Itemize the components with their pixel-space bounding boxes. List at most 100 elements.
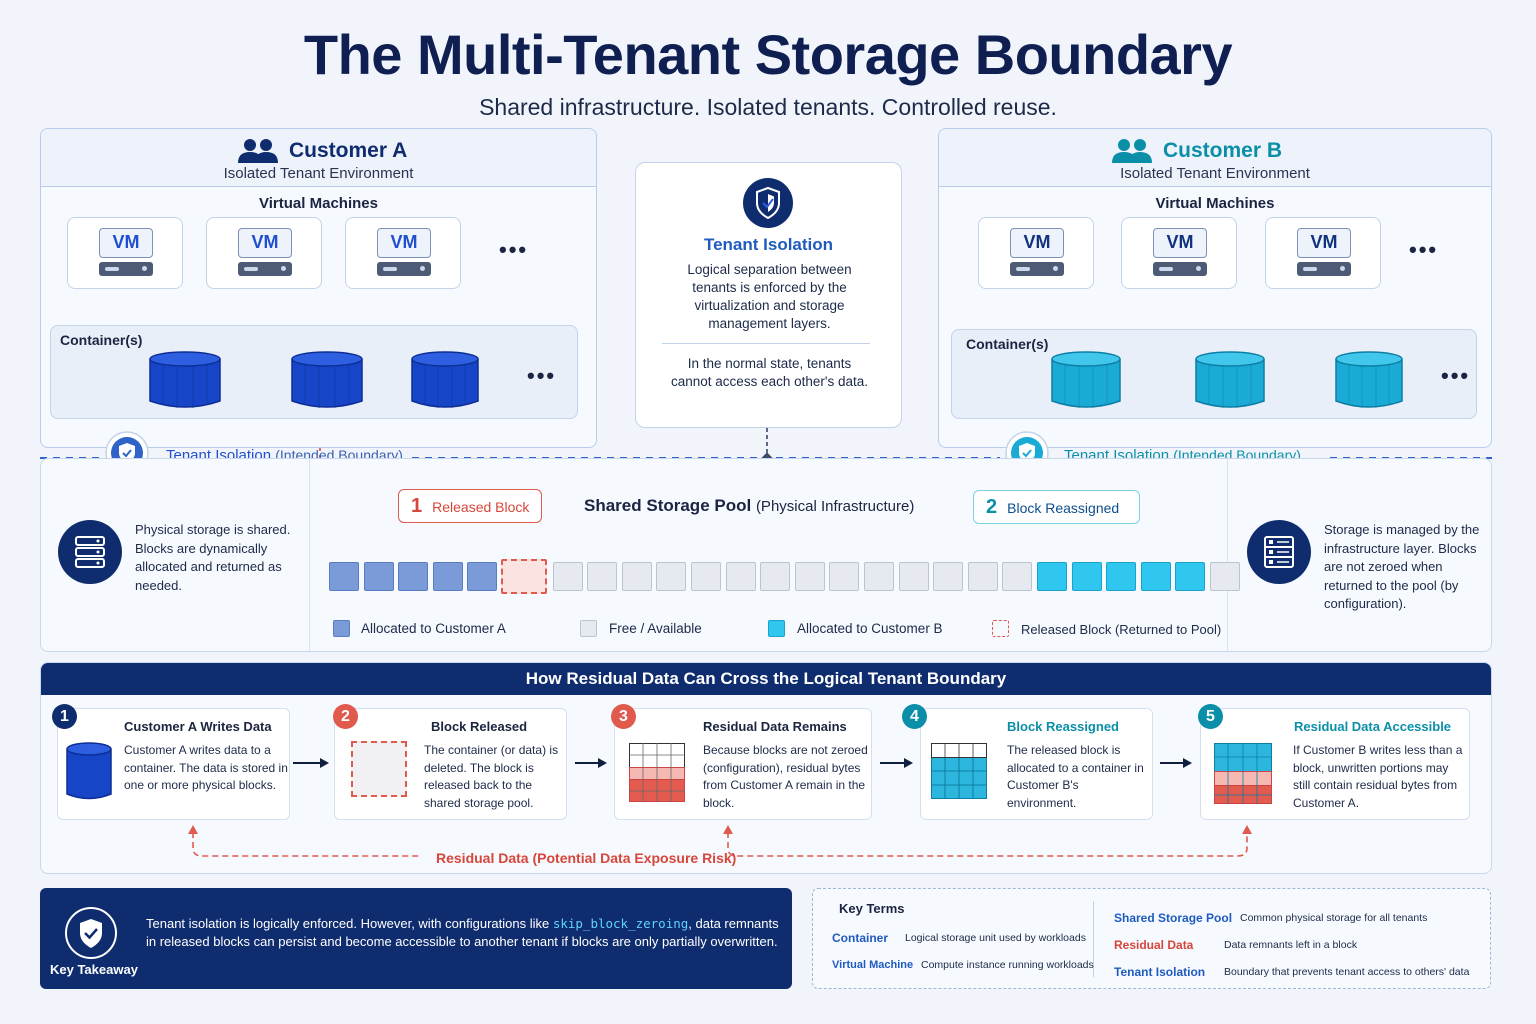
vm-label: VM bbox=[1153, 228, 1207, 258]
customer-b-env: Isolated Tenant Environment bbox=[1120, 165, 1310, 182]
customer-a-env: Isolated Tenant Environment bbox=[223, 165, 414, 182]
residual-block-icon bbox=[629, 743, 685, 802]
reassigned-block-icon bbox=[931, 743, 987, 799]
storage-server-icon bbox=[1247, 520, 1311, 584]
config-code: skip_block_zeroing bbox=[552, 916, 689, 931]
server-icon bbox=[1297, 262, 1351, 276]
block-free bbox=[691, 562, 721, 591]
customer-b-panel: Customer B Isolated Tenant Environment V… bbox=[938, 128, 1492, 448]
block-free bbox=[656, 562, 686, 591]
takeaway-text-part: Tenant isolation is logically enforced. … bbox=[146, 916, 553, 931]
block-customer-a bbox=[433, 562, 463, 591]
pool-left-description: Physical storage is shared. Blocks are d… bbox=[135, 522, 291, 593]
key-terms-panel: Key Terms Container Logical storage unit… bbox=[812, 888, 1491, 989]
step-text: The released block is allocated to a con… bbox=[1007, 743, 1144, 810]
block-free bbox=[1002, 562, 1032, 591]
containers-label: Container(s) bbox=[60, 332, 143, 348]
isolation-normal-state: In the normal state, tenants cannot acce… bbox=[671, 356, 868, 389]
block-customer-b bbox=[1037, 562, 1067, 591]
term-shared-storage-pool-def: Common physical storage for all tenants bbox=[1240, 912, 1428, 924]
step-1-number: 1 bbox=[52, 704, 77, 729]
isolation-title: Tenant Isolation bbox=[703, 235, 834, 254]
key-takeaway-text: Tenant isolation is logically enforced. … bbox=[146, 915, 786, 951]
database-icon[interactable] bbox=[1051, 351, 1121, 409]
step-4-number: 4 bbox=[902, 704, 927, 729]
legend-allocated-b: Allocated to Customer B bbox=[797, 621, 943, 636]
customer-a-panel: Customer A Isolated Tenant Environment V… bbox=[40, 128, 597, 448]
term-tenant-isolation: Tenant Isolation bbox=[1114, 965, 1206, 979]
vm-label: VM bbox=[377, 228, 431, 258]
users-icon bbox=[238, 139, 278, 163]
customer-b-vm-3[interactable]: VM bbox=[1265, 217, 1381, 289]
divider bbox=[1227, 459, 1228, 651]
term-virtual-machine: Virtual Machine bbox=[832, 959, 914, 971]
pool-title-text: Shared Storage Pool bbox=[584, 496, 752, 515]
block-customer-b bbox=[1175, 562, 1205, 591]
step-3-card: Residual Data Remains Because blocks are… bbox=[614, 708, 872, 820]
residual-risk-label: Residual Data (Potential Data Exposure R… bbox=[436, 850, 737, 866]
key-takeaway-panel: Key Takeaway Tenant isolation is logical… bbox=[40, 888, 792, 989]
step-title: Residual Data Remains bbox=[703, 719, 847, 734]
term-virtual-machine-def: Compute instance running workloads bbox=[921, 959, 1094, 971]
block-free bbox=[726, 562, 756, 591]
customer-b-vm-heading: Virtual Machines bbox=[1155, 195, 1275, 212]
customer-b-vm-2[interactable]: VM bbox=[1121, 217, 1237, 289]
term-residual-data-def: Data remnants left in a block bbox=[1224, 939, 1358, 951]
block-free bbox=[829, 562, 859, 591]
term-container-def: Logical storage unit used by workloads bbox=[905, 932, 1086, 944]
legend-allocated-a: Allocated to Customer A bbox=[361, 621, 506, 636]
vm-label: VM bbox=[1010, 228, 1064, 258]
customer-a-vm-3[interactable]: VM bbox=[345, 217, 461, 289]
key-takeaway-label: Key Takeaway bbox=[50, 962, 138, 977]
pool-title-note: (Physical Infrastructure) bbox=[755, 498, 915, 515]
legend-swatch-b bbox=[768, 620, 785, 637]
customer-b-vm-1[interactable]: VM bbox=[978, 217, 1094, 289]
term-shared-storage-pool: Shared Storage Pool bbox=[1114, 911, 1233, 925]
database-icon bbox=[66, 742, 112, 800]
more-vms-indicator: ••• bbox=[499, 237, 529, 262]
legend-free: Free / Available bbox=[609, 621, 702, 636]
divider bbox=[309, 459, 310, 651]
block-free bbox=[553, 562, 583, 591]
takeaway-text-part: , data remnants in released blocks can p… bbox=[146, 916, 779, 949]
more-containers-indicator: ••• bbox=[1441, 363, 1471, 388]
database-icon[interactable] bbox=[1335, 351, 1403, 409]
residual-heading: How Residual Data Can Cross the Logical … bbox=[41, 663, 1491, 695]
block-free bbox=[795, 562, 825, 591]
legend-swatch-released bbox=[992, 620, 1009, 637]
database-icon[interactable] bbox=[1195, 351, 1265, 409]
page-title: The Multi-Tenant Storage Boundary bbox=[303, 23, 1233, 86]
divider bbox=[1093, 901, 1094, 977]
step-1-card: Customer A Writes Data Customer A writes… bbox=[57, 708, 290, 820]
block-free bbox=[864, 562, 894, 591]
step-text: Because blocks are not zeroed (configura… bbox=[703, 743, 868, 810]
block-customer-b bbox=[1141, 562, 1171, 591]
block-free bbox=[899, 562, 929, 591]
containers-label: Container(s) bbox=[966, 336, 1049, 352]
storage-server-icon bbox=[58, 520, 122, 584]
tag-number: 2 bbox=[986, 496, 998, 518]
database-icon[interactable] bbox=[291, 351, 363, 409]
customer-a-vm-1[interactable]: VM bbox=[67, 217, 183, 289]
vm-label: VM bbox=[99, 228, 153, 258]
page-subtitle: Shared infrastructure. Isolated tenants.… bbox=[479, 94, 1057, 120]
tenant-isolation-card: Tenant Isolation Logical separation betw… bbox=[635, 162, 902, 428]
legend-swatch-a bbox=[333, 620, 350, 637]
legend-released: Released Block (Returned to Pool) bbox=[1021, 622, 1222, 637]
customer-b-header bbox=[939, 129, 1491, 187]
block-customer-b bbox=[1072, 562, 1102, 591]
database-icon[interactable] bbox=[149, 351, 221, 409]
step-text: The container (or data) is deleted. The … bbox=[424, 743, 559, 810]
server-icon bbox=[377, 262, 431, 276]
server-icon bbox=[1010, 262, 1064, 276]
database-icon[interactable] bbox=[411, 351, 479, 409]
released-block-icon bbox=[351, 741, 407, 797]
server-icon bbox=[99, 262, 153, 276]
customer-a-vm-2[interactable]: VM bbox=[206, 217, 322, 289]
shield-icon bbox=[743, 178, 793, 228]
legend-swatch-free bbox=[580, 620, 597, 637]
customer-b-name: Customer B bbox=[1163, 139, 1283, 162]
